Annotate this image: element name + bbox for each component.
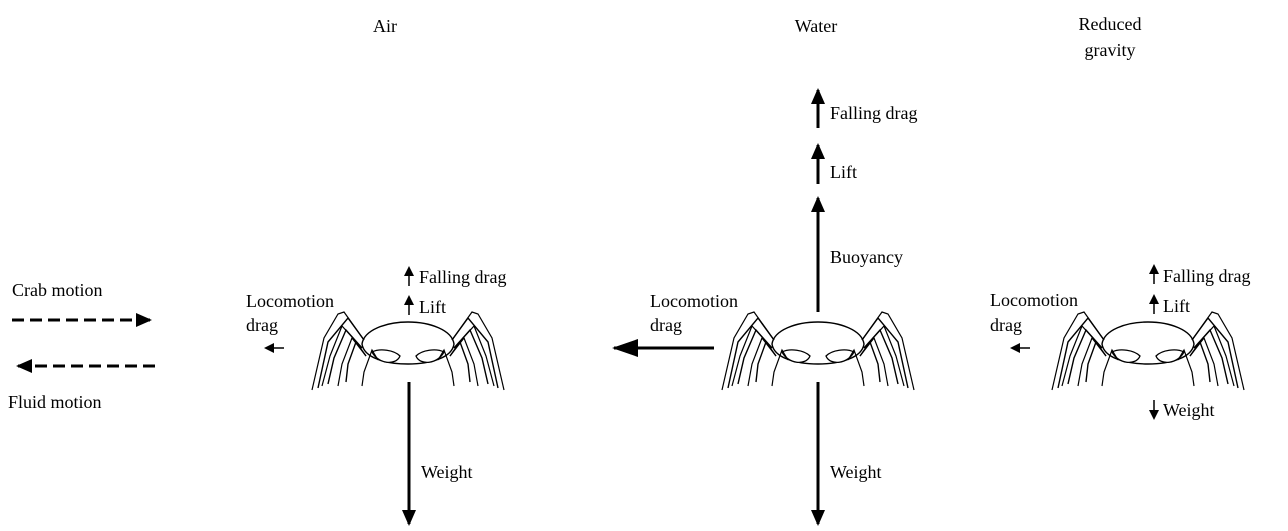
water-lift-label: Lift <box>830 162 857 182</box>
air-locomotion-drag-label-line1: Locomotion <box>246 291 334 311</box>
water-locomotion-drag-label-line2: drag <box>650 315 682 335</box>
reduced-weight-label: Weight <box>1163 400 1215 420</box>
legend-crab-motion-label: Crab motion <box>12 280 103 300</box>
reduced-lift-label: Lift <box>1163 296 1190 316</box>
header-air: Air <box>373 16 397 36</box>
crab-water <box>722 312 914 390</box>
legend-fluid-motion-label: Fluid motion <box>8 392 102 412</box>
crab-reduced-gravity <box>1052 312 1244 390</box>
air-locomotion-drag-label-line2: drag <box>246 315 278 335</box>
header-reduced-gravity-line2: gravity <box>1085 40 1136 60</box>
header-reduced-gravity-line1: Reduced <box>1079 14 1142 34</box>
reduced-locomotion-drag-label-line1: Locomotion <box>990 290 1078 310</box>
air-weight-label: Weight <box>421 462 473 482</box>
water-buoyancy-label: Buoyancy <box>830 247 903 267</box>
water-falling-drag-label: Falling drag <box>830 103 918 123</box>
air-falling-drag-label: Falling drag <box>419 267 507 287</box>
air-lift-label: Lift <box>419 297 446 317</box>
water-locomotion-drag-label-line1: Locomotion <box>650 291 738 311</box>
reduced-locomotion-drag-label-line2: drag <box>990 315 1022 335</box>
reduced-falling-drag-label: Falling drag <box>1163 266 1251 286</box>
crab-air <box>312 312 504 390</box>
header-water: Water <box>795 16 838 36</box>
water-weight-label: Weight <box>830 462 882 482</box>
